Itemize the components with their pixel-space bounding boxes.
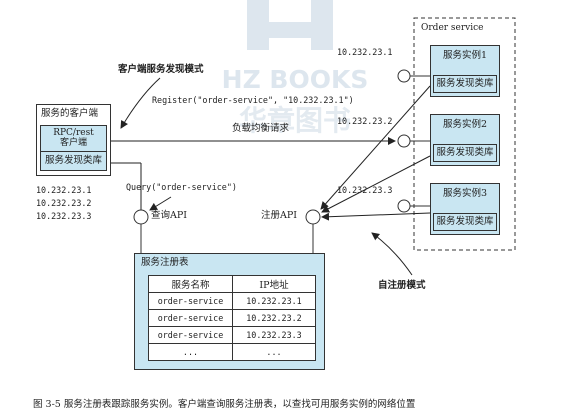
table-row: order-service 10.232.23.3	[148, 326, 316, 344]
order-service-title: Order service	[421, 23, 484, 33]
register-arrow-2	[321, 155, 431, 213]
registry-header-row: 服务名称 IP地址	[148, 275, 316, 293]
table-row: ... ...	[148, 343, 316, 361]
register-api-label: 注册API	[261, 210, 298, 221]
instance-1-library: 服务发现类库	[433, 75, 497, 93]
instance2-port	[397, 134, 411, 148]
self-register-label: 自注册模式	[378, 280, 426, 291]
client-discovery-pointer	[120, 77, 161, 129]
client-discovery-label: 客户端服务发现模式	[118, 64, 204, 75]
figure-caption: 图 3-5 服务注册表跟踪服务实例。客户端查询服务注册表，以查找可用服务实例的网…	[33, 399, 416, 410]
query-api-port	[133, 209, 149, 225]
register-api-port	[305, 209, 321, 225]
instance-2-name: 服务实例2	[442, 119, 488, 130]
instance-1-name: 服务实例1	[442, 50, 488, 61]
instance-2-library: 服务发现类库	[433, 144, 497, 162]
client-ip-3: 10.232.23.3	[36, 211, 92, 221]
service-instance-2: 服务实例2 服务发现类库	[430, 114, 500, 166]
rpc-line2: 客户端	[59, 138, 87, 148]
instance-2-ip: 10.232.23.2	[337, 116, 393, 126]
instance1-port	[397, 69, 411, 83]
instance-3-ip: 10.232.23.3	[337, 185, 393, 195]
register-arrow-3	[321, 212, 431, 221]
instance3-port	[397, 199, 411, 213]
instance-3-name: 服务实例3	[442, 188, 488, 199]
query-arrow	[149, 196, 172, 211]
service-instance-3: 服务实例3 服务发现类库	[430, 183, 500, 235]
registry-table: 服务名称 IP地址 order-service 10.232.23.1 orde…	[148, 275, 316, 361]
client-library: 服务发现类库	[40, 151, 107, 171]
query-call-label: Query("order-service")	[126, 182, 237, 192]
table-row: order-service 10.232.23.2	[148, 309, 316, 327]
registry-header-ip: IP地址	[232, 275, 316, 293]
registry-title: 服务注册表	[141, 257, 189, 268]
load-balance-label: 负载均衡请求	[232, 123, 290, 134]
register-arrow-1	[320, 85, 431, 210]
table-row: order-service 10.232.23.1	[148, 292, 316, 310]
order-service-boundary	[413, 17, 516, 251]
instance-1-ip: 10.232.23.1	[337, 47, 393, 57]
self-register-pointer	[371, 232, 413, 276]
rpc-line1: RPC/rest	[53, 128, 94, 138]
query-api-label: 查询API	[151, 210, 188, 221]
client-ip-1: 10.232.23.1	[36, 185, 92, 195]
service-client: 服务的客户端 RPC/rest 客户端 服务发现类库	[36, 104, 111, 176]
client-ip-2: 10.232.23.2	[36, 198, 92, 208]
client-title: 服务的客户端	[41, 108, 99, 119]
service-instance-1: 服务实例1 服务发现类库	[430, 45, 500, 97]
registry-header-name: 服务名称	[148, 275, 233, 293]
rpc-client: RPC/rest 客户端 服务发现类库	[40, 125, 107, 171]
register-call-label: Register("order-service", "10.232.23.1")	[152, 95, 354, 105]
instance-3-library: 服务发现类库	[433, 213, 497, 231]
